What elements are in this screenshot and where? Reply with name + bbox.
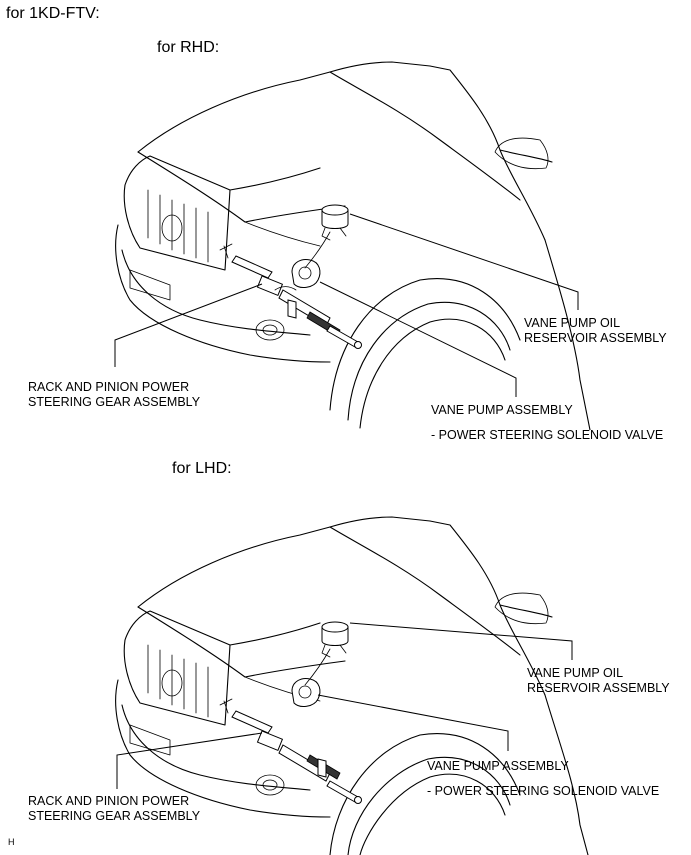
label-solenoid-rhd: - POWER STEERING SOLENOID VALVE [431, 428, 664, 442]
label-rack-lhd-line2: STEERING GEAR ASSEMBLY [28, 809, 201, 823]
label-rack-rhd: RACK AND PINION POWER STEERING GEAR ASSE… [28, 380, 200, 410]
view-heading-rhd: for RHD: [157, 39, 220, 56]
label-reservoir-lhd-line2: RESERVOIR ASSEMBLY [527, 681, 670, 695]
figure-id: H [8, 837, 15, 847]
vehicle-illustration-lhd [115, 516, 589, 855]
vehicle-illustration-rhd [114, 61, 591, 430]
label-pump-lhd: VANE PUMP ASSEMBLY [427, 759, 569, 773]
label-reservoir-lhd-line1: VANE PUMP OIL [527, 666, 624, 680]
label-pump-rhd: VANE PUMP ASSEMBLY [431, 403, 573, 417]
label-reservoir-rhd-line1: VANE PUMP OIL [524, 316, 621, 330]
label-solenoid-lhd: - POWER STEERING SOLENOID VALVE [427, 784, 660, 798]
label-rack-lhd: RACK AND PINION POWER STEERING GEAR ASSE… [28, 794, 200, 824]
engine-label: for 1KD-FTV: [6, 5, 100, 22]
label-rack-rhd-line2: STEERING GEAR ASSEMBLY [28, 395, 201, 409]
label-reservoir-lhd: VANE PUMP OIL RESERVOIR ASSEMBLY [527, 666, 670, 696]
label-rack-lhd-line1: RACK AND PINION POWER [28, 794, 190, 808]
label-reservoir-rhd-line2: RESERVOIR ASSEMBLY [524, 331, 667, 345]
label-rack-rhd-line1: RACK AND PINION POWER [28, 380, 190, 394]
view-heading-lhd: for LHD: [172, 460, 232, 477]
label-reservoir-rhd: VANE PUMP OIL RESERVOIR ASSEMBLY [524, 316, 667, 346]
